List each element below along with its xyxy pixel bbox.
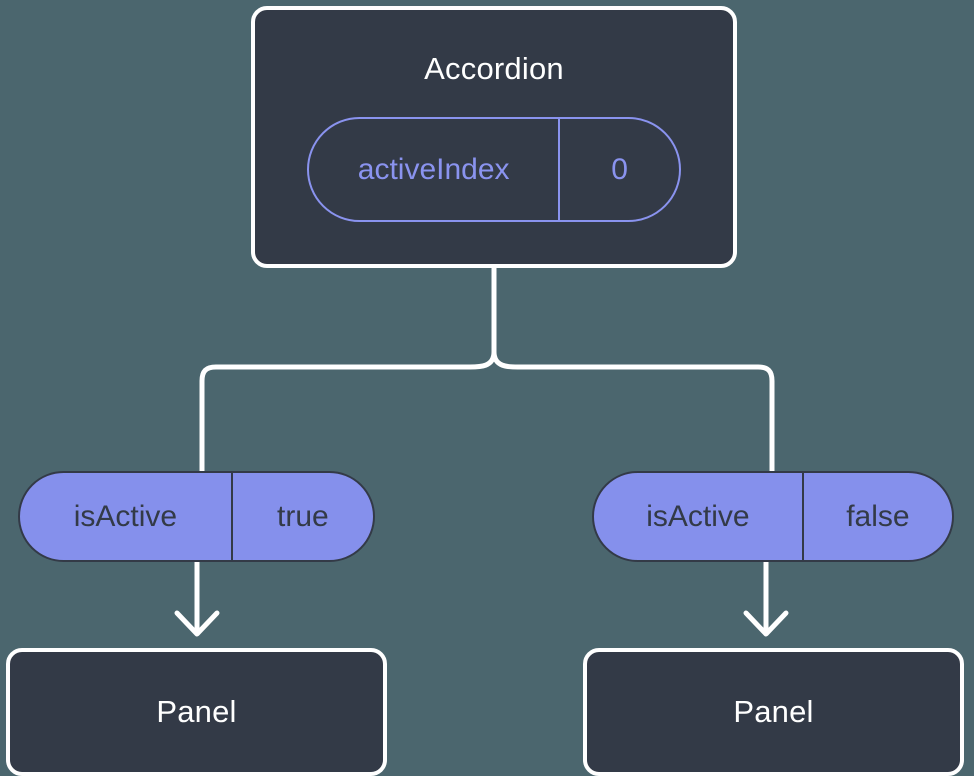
state-pill-key: activeIndex bbox=[357, 152, 510, 186]
state-pill-value: 0 bbox=[558, 119, 679, 220]
fork-connector bbox=[199, 265, 775, 474]
panel-title: Panel bbox=[733, 694, 814, 729]
panel-title: Panel bbox=[156, 694, 237, 729]
prop-pill-value: false bbox=[801, 473, 952, 560]
prop-pill-key: isActive bbox=[73, 499, 178, 533]
prop-pill-value: true bbox=[230, 473, 373, 560]
arrow-left bbox=[174, 562, 220, 637]
state-pill-activeindex[interactable]: activeIndex 0 bbox=[307, 117, 681, 222]
arrow-right bbox=[743, 562, 789, 637]
component-node-panel-left[interactable]: Panel bbox=[6, 648, 387, 776]
prop-pill-isactive-false[interactable]: isActive false bbox=[592, 471, 954, 562]
component-node-panel-right[interactable]: Panel bbox=[583, 648, 964, 776]
prop-pill-key: isActive bbox=[646, 499, 750, 533]
accordion-title: Accordion bbox=[424, 51, 564, 86]
prop-pill-isactive-true[interactable]: isActive true bbox=[18, 471, 375, 562]
